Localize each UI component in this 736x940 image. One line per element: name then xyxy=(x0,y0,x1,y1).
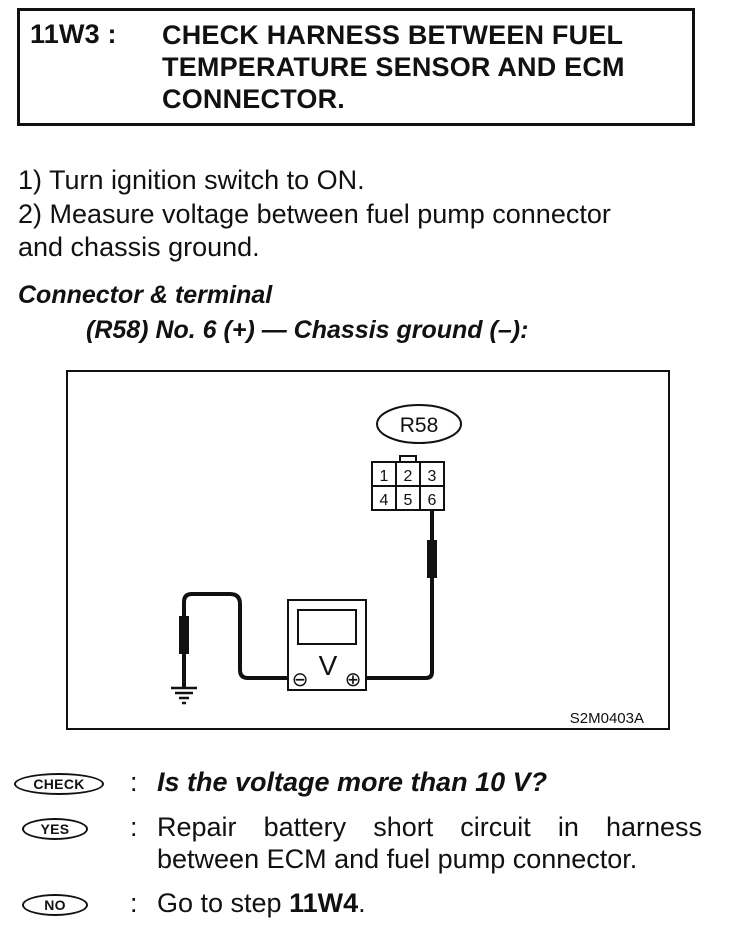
no-answer: Go to step 11W4. xyxy=(157,887,702,919)
pin-2: 2 xyxy=(404,468,413,485)
pin-4: 4 xyxy=(380,492,389,509)
next-step-code: 11W4 xyxy=(289,888,359,918)
connector-label: R58 xyxy=(400,414,439,437)
plus-terminal: ⊕ xyxy=(345,667,362,691)
no-answer-suffix: . xyxy=(358,888,366,918)
instruction-2: 2) Measure voltage between fuel pump con… xyxy=(18,199,611,229)
pin-3: 3 xyxy=(428,468,437,485)
check-badge: CHECK xyxy=(14,773,104,795)
instruction-1: 1) Turn ignition switch to ON. xyxy=(18,165,365,195)
connector-heading: Connector & terminal xyxy=(18,281,273,309)
pin-1: 1 xyxy=(380,468,389,485)
check-colon: : xyxy=(130,767,138,797)
connector-label-oval xyxy=(376,404,462,444)
pin-5: 5 xyxy=(404,492,413,509)
meter-symbol: V xyxy=(319,650,338,681)
ground-icon xyxy=(171,686,197,705)
yes-answer: Repair battery short circuit in harness … xyxy=(157,812,702,874)
pin-6: 6 xyxy=(428,492,437,509)
step-header-box: 11W3 : CHECK HARNESS BETWEEN FUEL TEMPER… xyxy=(17,8,695,126)
positive-probe xyxy=(427,540,437,578)
connector-spec: (R58) No. 6 (+) — Chassis ground (–): xyxy=(86,316,529,344)
no-badge: NO xyxy=(22,894,88,916)
step-title: CHECK HARNESS BETWEEN FUEL TEMPERATURE S… xyxy=(162,20,625,114)
check-question: Is the voltage more than 10 V? xyxy=(157,767,548,797)
positive-lead xyxy=(352,510,434,680)
figure-code: S2M0403A xyxy=(570,710,644,727)
instruction-2-continued: and chassis ground. xyxy=(18,232,260,262)
voltmeter-icon: V ⊖ ⊕ xyxy=(287,599,367,691)
negative-lead xyxy=(182,592,292,688)
no-answer-prefix: Go to step xyxy=(157,888,290,918)
wiring-diagram-svg: R58 1 2 3 4 5 6 xyxy=(171,404,644,727)
minus-terminal: ⊖ xyxy=(292,667,309,691)
no-colon: : xyxy=(130,888,138,918)
yes-colon: : xyxy=(130,812,138,842)
connector-r58: 1 2 3 4 5 6 xyxy=(371,455,445,511)
step-code: 11W3 : xyxy=(30,19,117,49)
negative-probe xyxy=(179,616,189,654)
yes-badge: YES xyxy=(22,818,88,840)
wiring-diagram: R58 1 2 3 4 5 6 xyxy=(66,370,670,730)
